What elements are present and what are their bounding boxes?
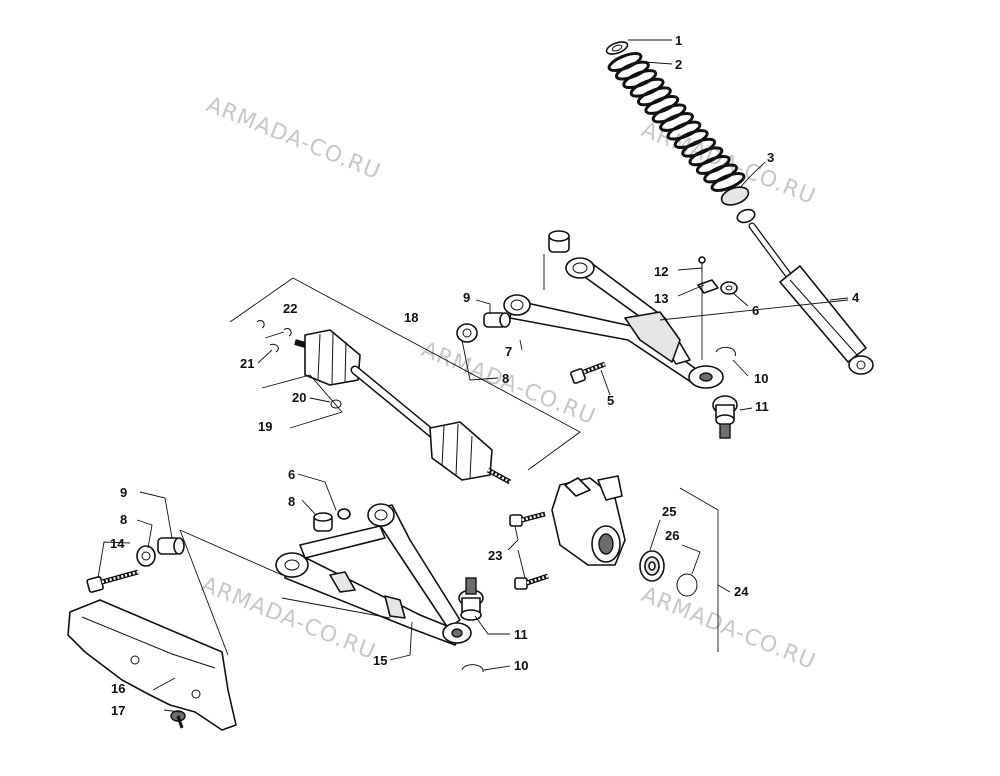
upper-a-arm — [503, 257, 724, 389]
spring-coil — [710, 172, 746, 192]
upper-bushing-8 — [456, 323, 478, 343]
callout-11-lower: 11 — [514, 627, 528, 642]
spring-retainer — [605, 41, 629, 55]
grease-fitting — [698, 256, 706, 272]
knuckle-bolt-lower — [514, 573, 549, 590]
callout-14: 14 — [110, 536, 125, 551]
leader-lines — [97, 39, 849, 713]
watermark-1: ARMADA-CO.RU — [203, 92, 384, 185]
callout-5: 5 — [607, 393, 614, 408]
lower-washer-6 — [337, 508, 351, 520]
callout-11-upper: 11 — [755, 399, 769, 414]
drive-axle — [294, 329, 512, 485]
upper-snap-ring — [715, 346, 736, 357]
lower-a-arm — [275, 503, 472, 646]
upper-ball-joint — [712, 395, 738, 439]
callout-8-upper: 8 — [502, 371, 509, 386]
axle-clip-20 — [330, 399, 342, 409]
lower-snap-ring — [461, 664, 484, 673]
callout-10-lower: 10 — [514, 658, 528, 673]
callout-2: 2 — [675, 57, 682, 72]
upper-bolt — [570, 361, 606, 384]
callout-12: 12 — [654, 264, 668, 279]
bearing-snap-ring — [676, 573, 698, 597]
callout-22: 22 — [283, 301, 297, 316]
spring-adjuster — [720, 186, 756, 224]
axle-clip-22 — [256, 319, 292, 337]
coil-spring — [607, 52, 746, 192]
callout-25: 25 — [662, 504, 676, 519]
callout-26: 26 — [665, 528, 679, 543]
skid-plate — [67, 599, 237, 731]
callout-7: 7 — [505, 344, 512, 359]
lower-bushing-8 — [136, 545, 156, 567]
callout-23: 23 — [488, 548, 502, 563]
callout-labels: 1 2 3 4 5 6 7 8 9 10 11 12 13 18 19 20 2… — [110, 33, 860, 718]
lower-bolt — [86, 569, 139, 593]
upper-washer — [720, 281, 738, 295]
upper-bushing-top — [548, 230, 570, 253]
wheel-bearing — [639, 550, 665, 582]
callout-1: 1 — [675, 33, 682, 48]
steering-knuckle — [551, 475, 626, 566]
callout-4: 4 — [852, 290, 860, 305]
callout-21: 21 — [240, 356, 254, 371]
callout-13: 13 — [654, 291, 668, 306]
axle-clip-21 — [269, 343, 279, 353]
callout-9-lower: 9 — [120, 485, 127, 500]
callout-8-left: 8 — [120, 512, 127, 527]
callout-8-lower: 8 — [288, 494, 295, 509]
upper-bushing-9 — [483, 312, 511, 328]
callout-15: 15 — [373, 653, 387, 668]
callout-10-upper: 10 — [754, 371, 768, 386]
callout-18: 18 — [404, 310, 418, 325]
callout-6-upper: 6 — [752, 303, 759, 318]
knuckle-bolt-upper — [509, 511, 546, 527]
callout-3: 3 — [767, 150, 774, 165]
lower-bushing-8-top — [313, 512, 333, 532]
watermark-5: ARMADA-CO.RU — [638, 582, 819, 675]
shock-absorber — [748, 222, 874, 375]
callout-20: 20 — [292, 390, 306, 405]
lower-bushing-9 — [157, 537, 185, 555]
callout-19: 19 — [258, 419, 272, 434]
callout-17: 17 — [111, 703, 125, 718]
callout-24: 24 — [734, 584, 749, 599]
lower-ball-joint — [458, 577, 484, 621]
callout-16: 16 — [111, 681, 125, 696]
skid-plate-screw — [170, 710, 186, 729]
callout-9-upper: 9 — [463, 290, 470, 305]
callout-6-lower: 6 — [288, 467, 295, 482]
